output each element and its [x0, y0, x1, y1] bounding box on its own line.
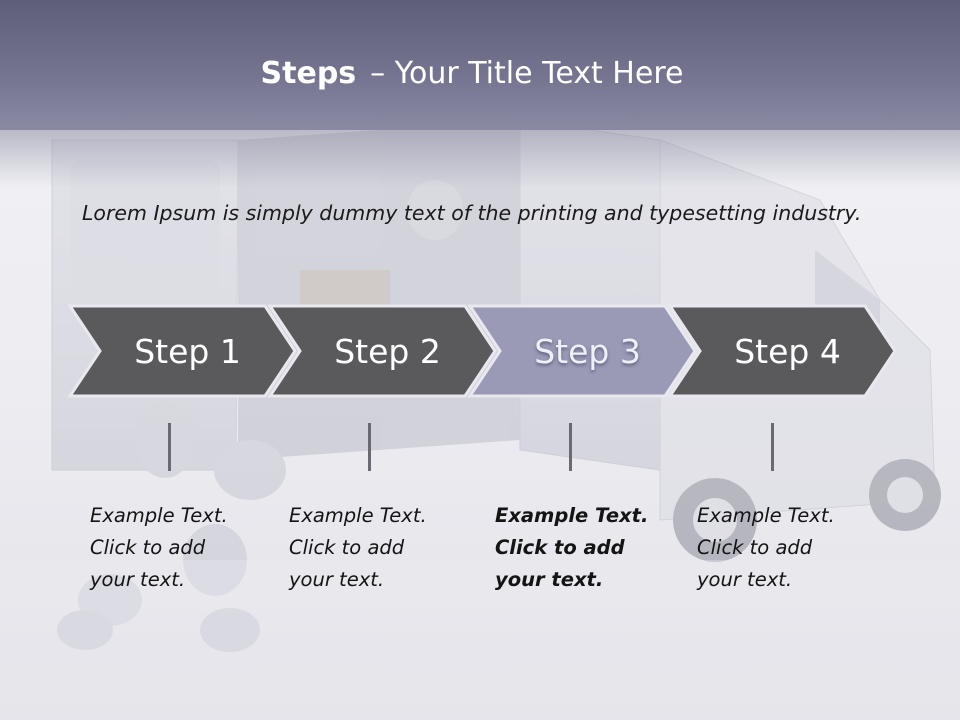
title-bold: Steps [260, 56, 357, 91]
step-4-connector [771, 423, 774, 471]
header-fade [0, 128, 960, 188]
step-2-connector [368, 423, 371, 471]
step-3-label: Step 3 [534, 332, 641, 371]
slide-title: Steps – Your Title Text Here [0, 52, 944, 96]
title-rest: – Your Title Text Here [370, 56, 684, 91]
step-3-connector [569, 423, 572, 471]
intro-text: Lorem Ipsum is simply dummy text of the … [82, 201, 862, 225]
step-4-text[interactable]: Example Text. Click to add your text. [697, 504, 835, 591]
step-3-text[interactable]: Example Text. Click to add your text. [495, 504, 649, 591]
step-2-label: Step 2 [334, 332, 441, 371]
step-4-label: Step 4 [734, 332, 841, 371]
step-2-text[interactable]: Example Text. Click to add your text. [289, 504, 427, 591]
step-1-connector [168, 423, 171, 471]
step-1-label: Step 1 [134, 332, 241, 371]
header-band [0, 0, 960, 130]
step-1-text[interactable]: Example Text. Click to add your text. [90, 504, 228, 591]
